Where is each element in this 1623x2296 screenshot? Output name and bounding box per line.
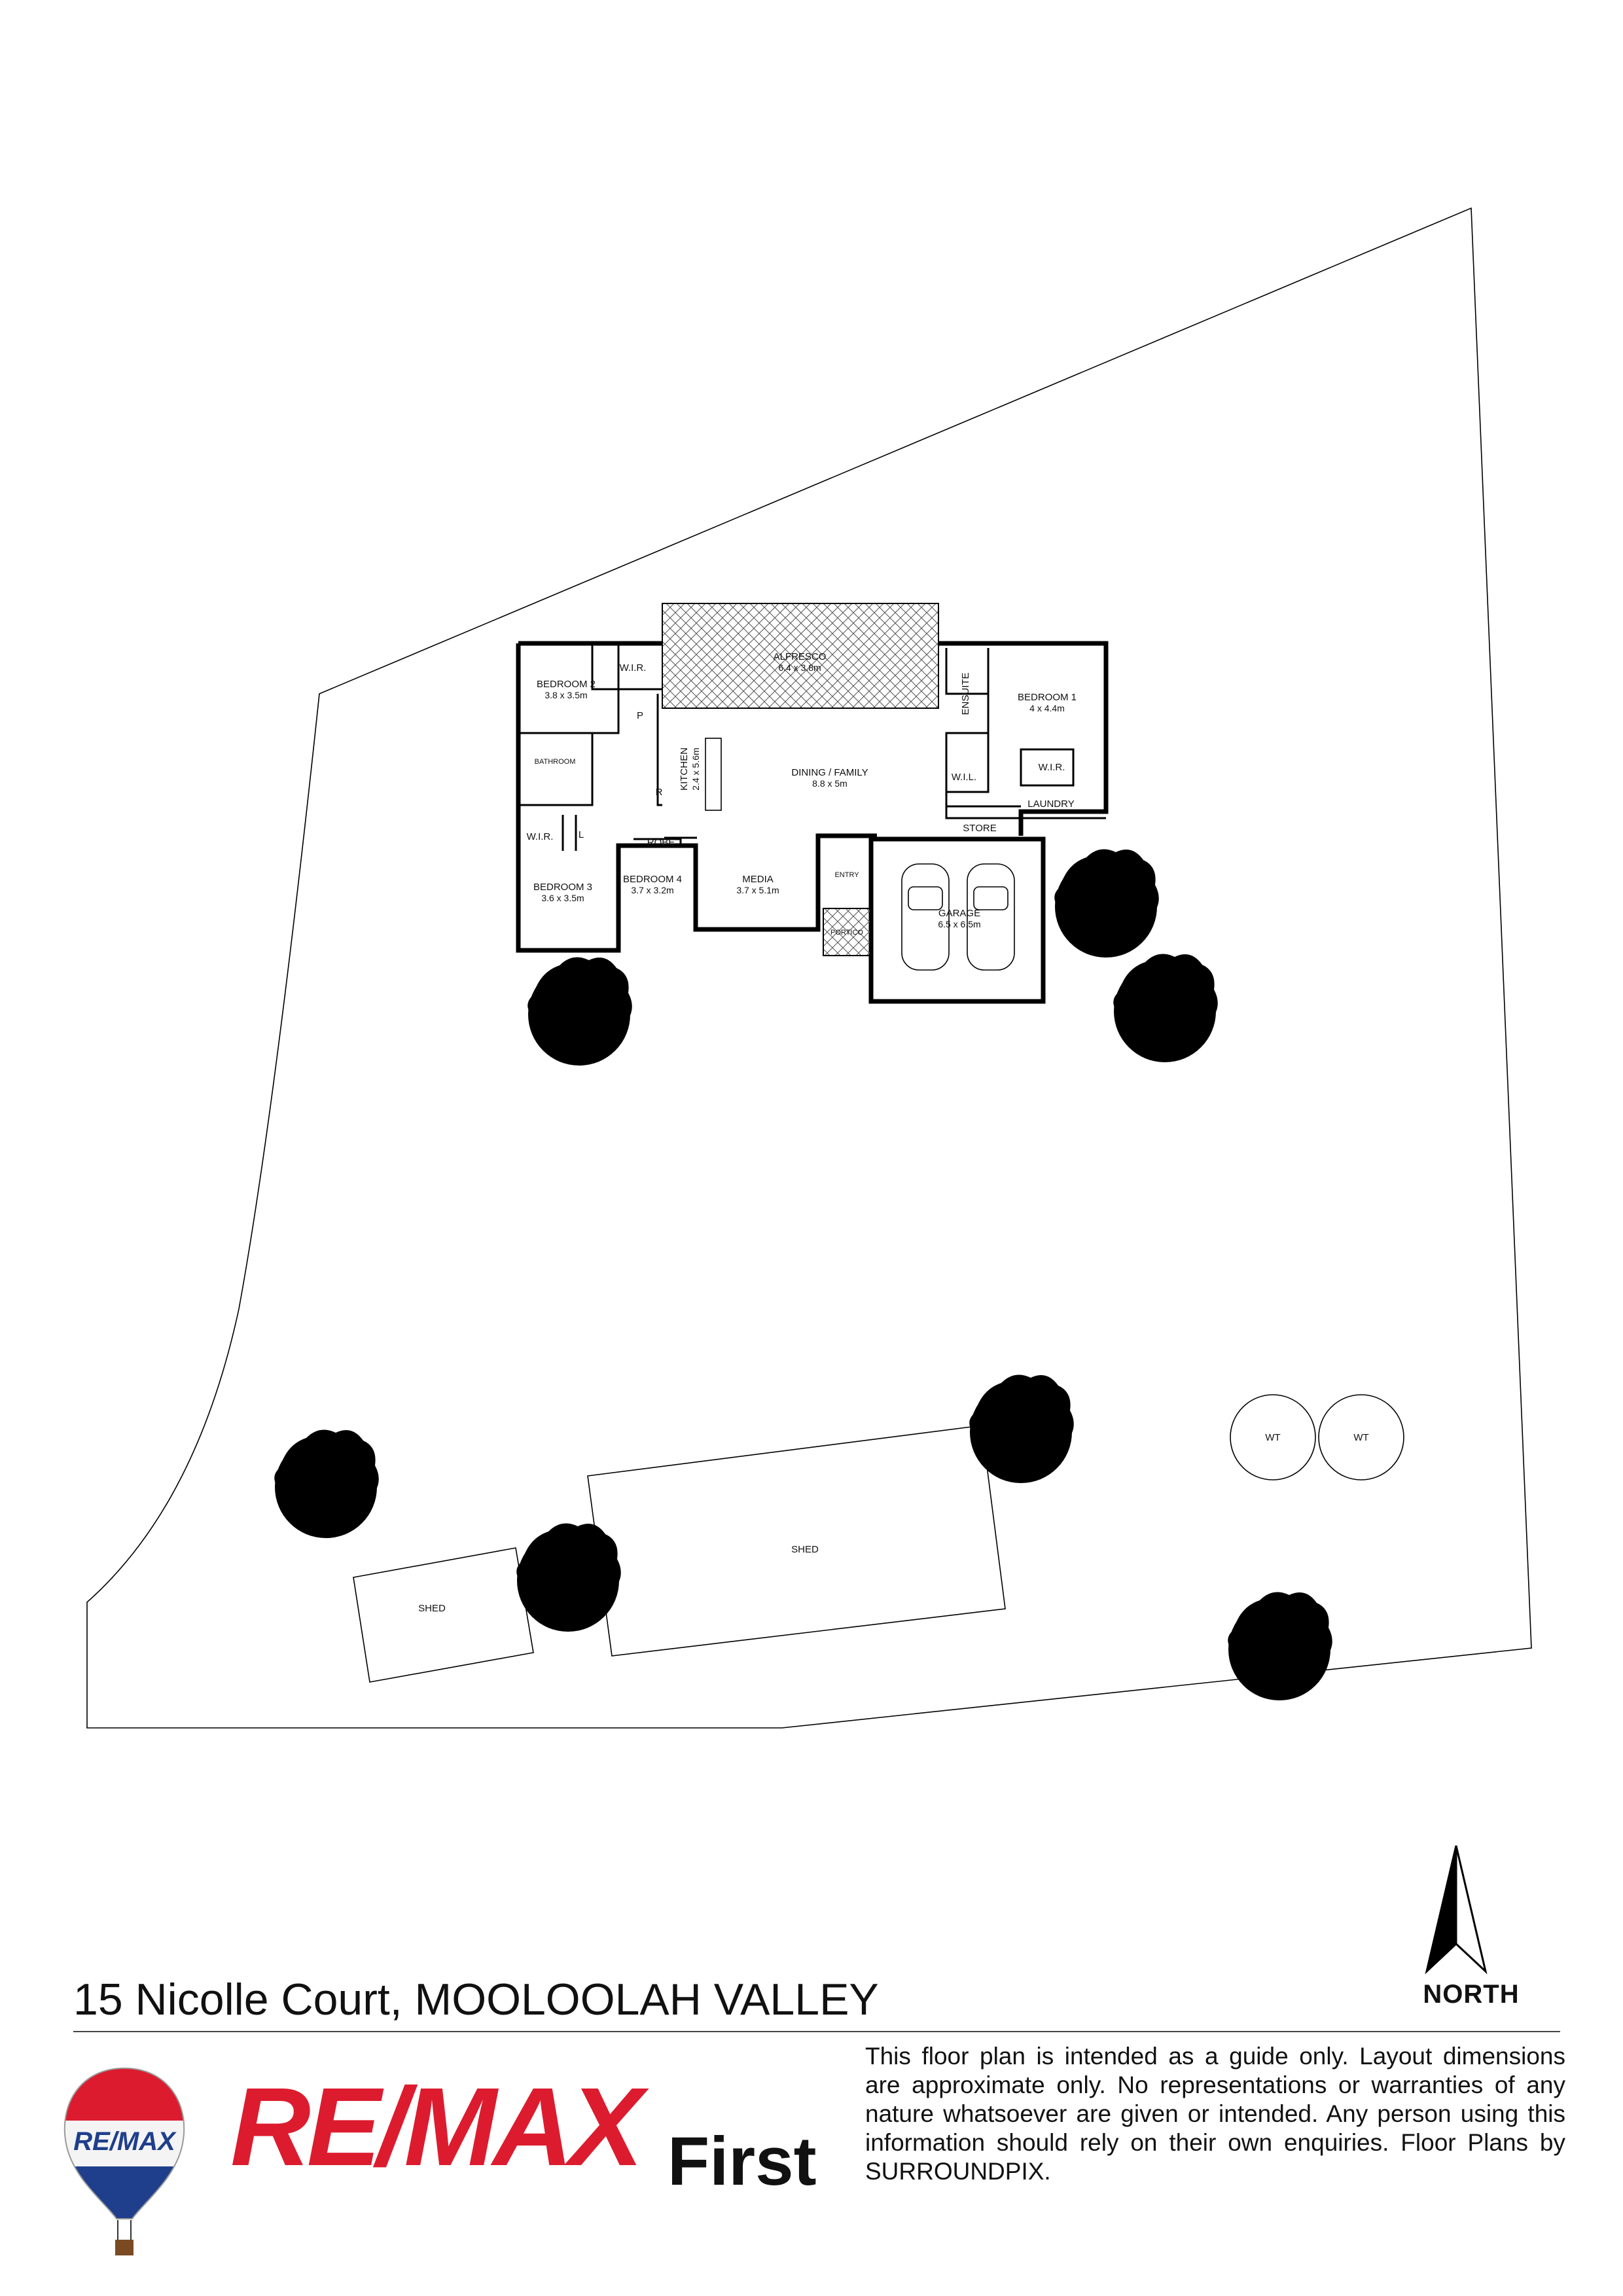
room-labels: ALFRESCO 6.4 x 3.8m BEDROOM 1 4 x 4.4m B… (527, 651, 1077, 937)
room-name: ALFRESCO (774, 651, 827, 662)
room-name: BEDROOM 2 (537, 679, 596, 690)
room-dimension: 3.7 x 5.1m (736, 885, 779, 895)
room-name: BATHROOM (535, 758, 576, 766)
shed-label: SHED (418, 1603, 446, 1614)
room-dimension: 6.4 x 3.8m (778, 662, 821, 673)
room-name: ROBE (647, 837, 675, 848)
tree-icon (274, 1429, 379, 1538)
tree-icon (1113, 954, 1218, 1062)
shed-small (353, 1547, 534, 1683)
tree-icon (516, 1523, 621, 1632)
room-name: R (656, 787, 663, 798)
room-dimension: 8.8 x 5m (812, 778, 847, 789)
room-name: DINING / FAMILY (791, 767, 868, 778)
shed-large (587, 1425, 1006, 1657)
room-name: STORE (963, 823, 996, 834)
room-name: ENSUITE (960, 672, 971, 715)
room-name: MEDIA (742, 874, 774, 885)
room-name: W.I.R. (620, 662, 647, 673)
sheds: SHED SHED (353, 1425, 1006, 1683)
water-tank (1230, 1394, 1316, 1480)
water-tank-label: WT (1265, 1432, 1280, 1443)
water-tank (1318, 1394, 1404, 1480)
disclaimer-text: This floor plan is intended as a guide o… (865, 2043, 1565, 2185)
room-name: KITCHEN (679, 747, 690, 791)
room-name: PORTICO (830, 929, 863, 937)
brand-logo: RE/MAX (230, 2065, 643, 2189)
kitchen-island (705, 738, 722, 811)
tree-icon (1228, 1592, 1332, 1700)
room-dimension: 3.7 x 3.2m (631, 885, 673, 895)
room-dimension: 3.8 x 3.5m (544, 690, 587, 700)
room-name: W.I.L. (952, 772, 976, 783)
room-name: W.I.R. (527, 831, 554, 842)
room-name: LAUNDRY (1027, 798, 1074, 810)
tree-icon (969, 1374, 1074, 1483)
north-arrow-icon (1425, 1845, 1488, 1975)
tree-icon (1054, 849, 1159, 958)
house-walls (516, 603, 1109, 1004)
balloon-text: RE/MAX (73, 2127, 177, 2156)
tree-icon (527, 957, 632, 1066)
north-label: NORTH (1423, 1980, 1520, 2009)
room-name: L (579, 829, 584, 840)
room-dimension: 4 x 4.4m (1029, 703, 1065, 713)
room-dimension: 2.4 x 5.6m (690, 747, 701, 790)
divider (73, 2031, 1560, 2032)
room-name: BEDROOM 1 (1018, 692, 1077, 703)
room-dimension: 6.5 x 6.5m (938, 919, 980, 929)
interior-walls (518, 643, 1106, 851)
room-dimension: 3.6 x 3.5m (541, 893, 584, 903)
room-name: ENTRY (834, 871, 859, 879)
brand-suffix: First (668, 2123, 817, 2200)
room-name: W.I.R. (1039, 762, 1065, 773)
room-name: P (637, 710, 643, 721)
shed-label: SHED (791, 1544, 819, 1555)
water-tank-label: WT (1353, 1432, 1368, 1443)
portico-area (823, 908, 871, 956)
lot-boundary (86, 207, 1532, 1729)
room-name: GARAGE (938, 908, 980, 919)
room-name: BEDROOM 3 (533, 882, 592, 893)
property-address: 15 Nicolle Court, MOOLOOLAH VALLEY (73, 1975, 879, 2024)
room-name: BEDROOM 4 (623, 874, 682, 885)
water-tanks: WT WT (1230, 1394, 1404, 1480)
trees (274, 849, 1332, 1700)
garage-cars (901, 863, 1015, 971)
balloon-logo-icon: RE/MAX (63, 2067, 185, 2255)
alfresco-area (662, 603, 939, 709)
